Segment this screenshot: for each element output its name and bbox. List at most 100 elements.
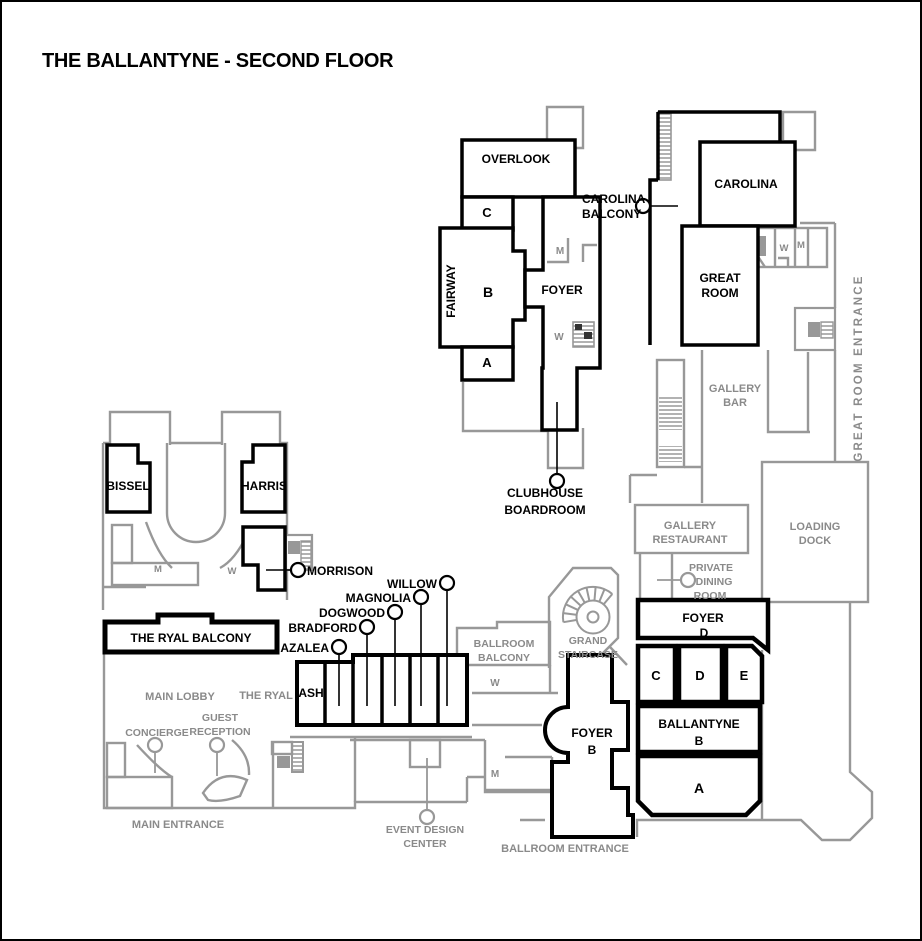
private-dining-marker: [679, 571, 697, 589]
primary-rooms: [102, 110, 797, 839]
label-fairway-b: B: [483, 284, 493, 300]
labels: THE BALLANTYNE - SECOND FLOOR OVERLOOK C…: [42, 50, 865, 855]
label-ballroom-d: D: [695, 668, 704, 683]
label-carolina-balcony-2: BALCONY: [582, 207, 641, 221]
label-great-room-2: ROOM: [701, 286, 738, 300]
room-morrison: [241, 525, 287, 592]
label-loading-dock-2: DOCK: [799, 535, 831, 547]
label-fairway-c: C: [482, 205, 492, 220]
room-harris: [240, 443, 287, 514]
label-ballroom-a: A: [694, 780, 704, 796]
secondary-walls: [101, 105, 874, 842]
callout-leaders: [146, 197, 697, 826]
label-carolina-balcony-1: CAROLINA: [582, 192, 646, 206]
label-foyer-d-2: D: [700, 626, 709, 640]
label-clubhouse-boardroom-1: CLUBHOUSE: [507, 486, 583, 500]
stair-hatching: [284, 111, 837, 572]
event-design-center-marker: [418, 808, 436, 826]
label-ballantyne-1: BALLANTYNE: [658, 717, 739, 731]
guest-reception-marker: [208, 736, 226, 754]
label-overlook: OVERLOOK: [482, 152, 551, 166]
room-overlook: [460, 138, 577, 199]
label-main-lobby: MAIN LOBBY: [145, 691, 215, 703]
label-balcony-w: W: [490, 678, 500, 689]
carolina-balcony-marker: [634, 197, 652, 215]
label-morrison: MORRISON: [307, 564, 373, 578]
grand-staircase-spiral: [561, 585, 614, 635]
label-clubhouse-boardroom-2: BOARDROOM: [504, 503, 585, 517]
label-gallery-bar-1: GALLERY: [709, 383, 762, 395]
label-ballroom-c: C: [651, 668, 661, 683]
room-foyer-b: [543, 653, 635, 839]
label-gallery-restaurant-2: RESTAURANT: [653, 534, 728, 546]
label-ballroom-balcony-1: BALLROOM: [474, 638, 535, 650]
label-private-dining-2: DINING: [696, 576, 733, 588]
label-main-entrance: MAIN ENTRANCE: [132, 819, 224, 831]
clubhouse-boardroom-marker: [548, 472, 566, 490]
label-grand-staircase-2: STAIRCASE: [558, 649, 618, 661]
label-event-design-1: EVENT DESIGN: [386, 824, 464, 836]
label-grand-staircase-1: GRAND: [569, 635, 608, 647]
label-foyer-w: W: [554, 332, 564, 343]
page-title: THE BALLANTYNE - SECOND FLOOR: [42, 50, 394, 72]
label-guest-reception-1: GUEST: [202, 712, 239, 724]
room-ryal-balcony: [102, 612, 280, 655]
label-bissel: BISSEL: [106, 479, 149, 493]
room-great-room: [680, 224, 760, 347]
label-loading-dock-1: LOADING: [790, 521, 841, 533]
room-foyer-d: [635, 597, 771, 655]
label-foyer: FOYER: [541, 283, 583, 297]
room-ballroom-c: [635, 643, 678, 705]
ash-row-dividers: [323, 655, 440, 725]
label-lobby-w: W: [228, 566, 237, 577]
label-dogwood: DOGWOOD: [319, 606, 385, 620]
label-ash: ASH: [298, 686, 323, 700]
label-carolina: CAROLINA: [714, 177, 778, 191]
label-gallery-bar-2: BAR: [723, 397, 747, 409]
label-azalea: AZALEA: [280, 641, 329, 655]
label-fairway-a: A: [482, 355, 492, 370]
label-foyer-d-1: FOYER: [682, 611, 724, 625]
willow-marker: [438, 574, 456, 592]
morrison-marker: [289, 561, 307, 579]
label-great-room-entrance: GREAT ROOM ENTRANCE: [853, 274, 865, 461]
foyer-inner-details: [547, 238, 597, 348]
label-ryal-balcony: THE RYAL BALCONY: [131, 631, 252, 645]
label-great-room-m: M: [797, 240, 805, 251]
bradford-marker: [358, 618, 376, 636]
label-foyer-m: M: [556, 246, 564, 257]
label-concierge: CONCIERGE: [125, 727, 189, 739]
room-ballantyne-b: [635, 703, 763, 755]
label-fairway: FAIRWAY: [444, 264, 458, 317]
room-fairway-a: [460, 345, 515, 382]
label-great-room-w: W: [780, 243, 789, 254]
label-ballantyne-2: B: [695, 734, 704, 748]
label-guest-reception-2: RECEPTION: [189, 726, 250, 738]
wall-upper-right-block: [648, 110, 782, 345]
label-private-dining-3: ROOM: [694, 590, 727, 602]
label-private-dining-1: PRIVATE: [689, 562, 733, 574]
room-ballroom-d: [676, 643, 725, 705]
magnolia-marker: [412, 588, 430, 606]
label-great-room-1: GREAT: [699, 271, 741, 285]
room-bissel: [105, 443, 152, 514]
label-foyer-b-1: FOYER: [571, 726, 613, 740]
dogwood-marker: [386, 603, 404, 621]
azalea-marker: [330, 638, 348, 656]
label-foyer-b-2: B: [588, 743, 597, 757]
label-ballroom-balcony-2: BALCONY: [478, 652, 530, 664]
label-gallery-restaurant-1: GALLERY: [664, 520, 717, 532]
label-ballroom-e: E: [740, 668, 749, 683]
label-harris: HARRIS: [241, 479, 287, 493]
room-foyer-corridor: [523, 195, 602, 432]
label-corridor-m: M: [491, 769, 499, 780]
label-willow: WILLOW: [387, 577, 438, 591]
concierge-marker: [146, 736, 164, 754]
label-bradford: BRADFORD: [288, 621, 357, 635]
label-the-ryal: THE RYAL: [239, 690, 293, 702]
label-magnolia: MAGNOLIA: [346, 591, 412, 605]
room-ballroom-a: [635, 753, 763, 818]
label-event-design-2: CENTER: [403, 838, 447, 850]
